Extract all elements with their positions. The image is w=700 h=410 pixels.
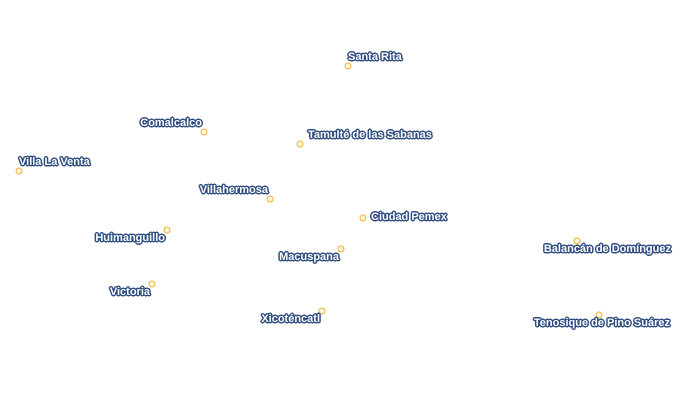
- city-marker-icon: [163, 226, 171, 234]
- city-marker-icon: [595, 311, 603, 319]
- place-label: Tamulté de las Sabanas: [308, 129, 432, 141]
- city-marker-icon: [15, 167, 23, 175]
- city-marker-icon: [200, 128, 208, 136]
- place-label: Santa Rita: [348, 51, 402, 63]
- place-label: Xicoténcatl: [261, 313, 320, 325]
- place-label: Victoria: [109, 286, 150, 298]
- place-label: Comalcalco: [140, 117, 202, 129]
- city-marker-icon: [148, 280, 156, 288]
- place-label: Villa La Venta: [19, 156, 90, 168]
- place-label: Huimanguillo: [95, 232, 165, 244]
- city-marker-icon: [573, 237, 581, 245]
- city-marker-icon: [344, 62, 352, 70]
- city-marker-icon: [266, 195, 274, 203]
- place-label: Villahermosa: [199, 184, 268, 196]
- place-label: Ciudad Pemex: [371, 211, 447, 223]
- city-marker-icon: [296, 140, 304, 148]
- place-label: Macuspana: [279, 251, 339, 263]
- place-label: Balancán de Domínguez: [543, 243, 671, 255]
- city-marker-icon: [318, 307, 326, 315]
- place-label: Tenosique de Pino Suárez: [533, 317, 670, 329]
- city-marker-icon: [337, 245, 345, 253]
- city-marker-icon: [359, 214, 367, 222]
